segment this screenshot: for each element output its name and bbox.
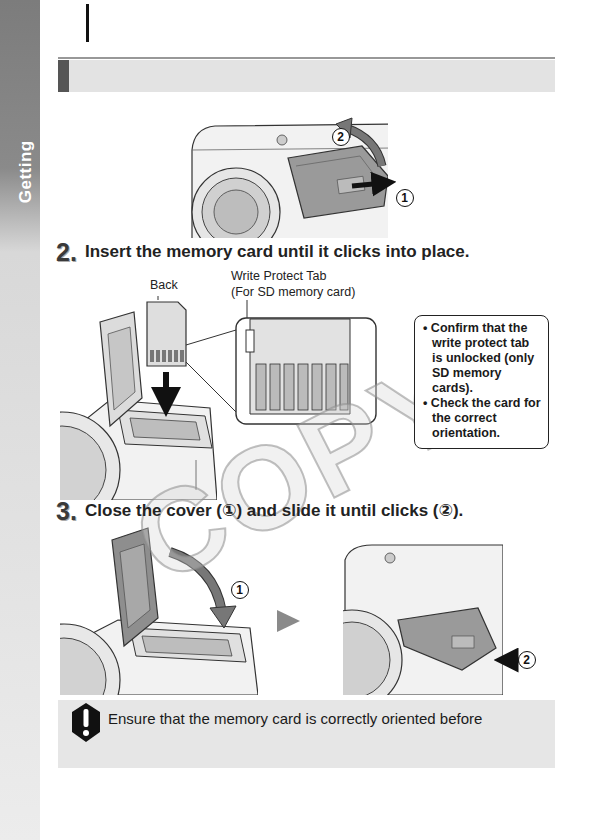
camera-illustration	[214, 190, 258, 234]
camera-illustration	[343, 545, 503, 695]
callout-number: 2	[332, 128, 350, 146]
step-heading: Insert the memory card until it clicks i…	[85, 242, 470, 262]
callout-number: 1	[396, 189, 414, 207]
motion-arrow	[210, 606, 236, 628]
caution-text: Ensure that the memory card is correctly…	[108, 710, 545, 729]
section-heading-bar	[58, 60, 69, 92]
zoom-leader	[158, 296, 159, 300]
part-label: (For SD memory card)	[231, 285, 355, 299]
memory-card	[168, 350, 172, 362]
caution-band	[58, 700, 555, 768]
note-bullet: • Confirm that the write protect tab is …	[423, 321, 542, 396]
zoom-panel	[270, 364, 280, 410]
step-number: 3.	[56, 497, 77, 526]
memory-card	[147, 302, 186, 366]
memory-card	[156, 350, 160, 362]
zoom-leader	[186, 330, 236, 345]
sidebar	[0, 0, 40, 840]
caution-icon	[83, 730, 89, 736]
camera-illustration	[108, 327, 135, 410]
motion-arrow	[346, 128, 382, 166]
caution-box: Ensure that the memory card is correctly…	[58, 700, 555, 768]
camera-illustration	[120, 544, 150, 628]
camera-illustration	[452, 636, 474, 648]
caution-icon	[72, 703, 100, 742]
camera-illustration	[277, 135, 287, 145]
header-rule	[58, 57, 555, 58]
step-heading: Close the cover (①) and slide it until c…	[85, 501, 463, 521]
note-box: • Confirm that the write protect tab is …	[414, 315, 549, 449]
camera-illustration	[142, 636, 232, 656]
memory-card	[174, 350, 178, 362]
zoom-leader	[186, 362, 236, 412]
header-rule	[58, 4, 555, 58]
note-bullet: • Check the card for the correct orienta…	[423, 396, 542, 441]
section-heading-bar	[58, 60, 555, 92]
camera-illustration	[100, 312, 142, 426]
insert-arrow	[163, 372, 169, 402]
camera-illustration	[60, 624, 120, 695]
camera-illustration	[385, 553, 395, 563]
camera-illustration	[60, 426, 106, 500]
zoom-leader	[158, 296, 247, 412]
camera-illustration	[288, 146, 388, 218]
callout-number: 1	[231, 581, 249, 599]
motion-arrow	[352, 183, 384, 186]
camera-illustration	[296, 156, 378, 180]
camera-illustration	[343, 622, 390, 695]
camera-illustration	[192, 124, 388, 238]
section-heading-bar	[58, 60, 555, 92]
header-rule	[86, 4, 89, 42]
step-number: 2.	[56, 238, 77, 267]
camera-illustration	[192, 168, 280, 238]
zoom-panel	[246, 330, 254, 352]
memory-card	[162, 350, 166, 362]
caution-icon	[84, 709, 89, 727]
sidebar	[0, 0, 40, 840]
camera-illustration	[130, 628, 246, 662]
callout-number: 2	[518, 651, 536, 669]
camera-illustration	[60, 638, 106, 695]
camera-illustration	[118, 410, 212, 448]
motion-arrow	[346, 128, 382, 166]
step-arrow	[277, 610, 300, 632]
section-tab-label: Getting	[15, 140, 35, 203]
step-arrow	[277, 610, 300, 632]
zoom-panel	[256, 364, 266, 410]
part-label: Write Protect Tab	[231, 269, 326, 283]
memory-card	[180, 350, 184, 362]
caution-band	[58, 700, 555, 768]
memory-card	[147, 302, 186, 366]
camera-illustration	[398, 608, 496, 670]
camera-illustration	[202, 178, 270, 238]
insert-arrow	[166, 372, 167, 402]
memory-card	[150, 350, 154, 362]
caution-icon	[72, 703, 100, 742]
camera-illustration	[130, 418, 200, 440]
part-label: Back	[150, 278, 178, 292]
camera-illustration	[343, 610, 402, 695]
